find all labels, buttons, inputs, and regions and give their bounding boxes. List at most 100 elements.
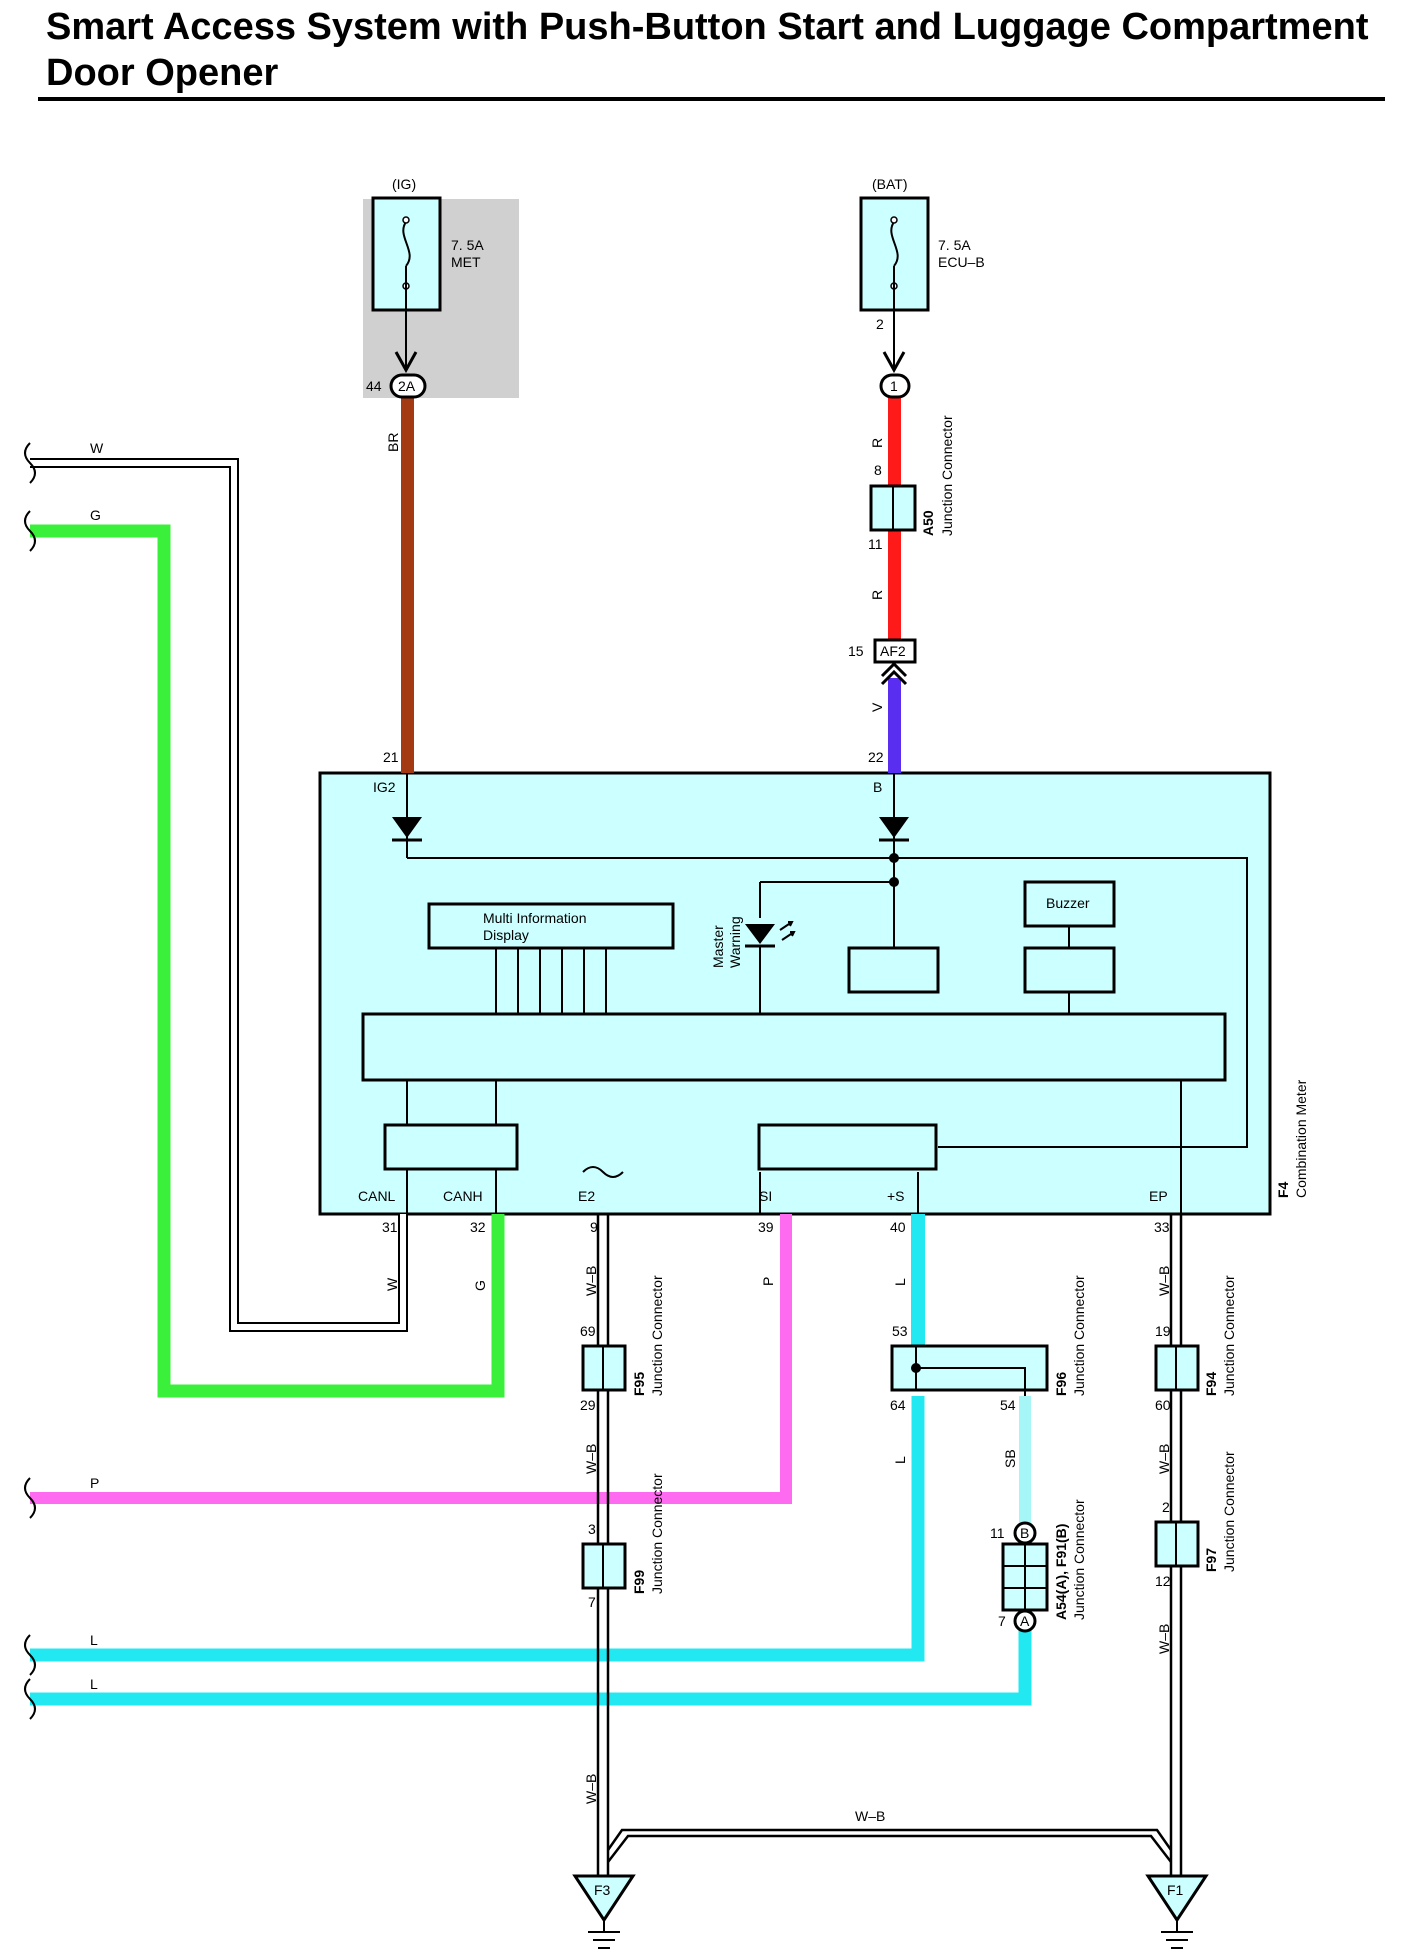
diode-b [879, 817, 909, 842]
junction-dot-2 [889, 877, 899, 887]
junction-f99-in: 3 [588, 1521, 596, 1537]
junction-f95-code: F95 [631, 1372, 647, 1396]
fuse-met-rating: 7. 5A [451, 237, 484, 253]
junction-f97-in: 2 [1162, 1499, 1170, 1515]
wire-g [30, 524, 505, 1398]
connector-af2-code: AF2 [880, 643, 906, 659]
pin-canl-label: CANL [358, 1188, 396, 1204]
pin-ig2-label: IG2 [373, 779, 396, 795]
connector-bat-1-pin: 1 [890, 378, 898, 394]
junction-f97-out: 12 [1155, 1573, 1171, 1589]
pin-canh-num: 32 [470, 1219, 486, 1235]
wire-wb-bridge [606, 1828, 1173, 1863]
ground-f1-label: F1 [1167, 1882, 1184, 1898]
label-br: BR [385, 433, 401, 452]
junction-dot-1 [889, 853, 899, 863]
junction-f95-in: 69 [580, 1323, 596, 1339]
junction-a54-b: B [1020, 1525, 1029, 1541]
driver-block-1 [847, 946, 940, 994]
connector-af2 [873, 638, 917, 664]
junction-f96-code: F96 [1053, 1372, 1069, 1396]
label-sb: SB [1002, 1449, 1018, 1468]
label-wb-ep-1: W–B [1156, 1266, 1172, 1296]
meter-name: Combination Meter [1293, 1079, 1309, 1198]
pin-si-label: SI [759, 1188, 772, 1204]
junction-f94-out: 60 [1155, 1397, 1171, 1413]
can-interface-block [383, 1123, 519, 1171]
ground-f3-label: F3 [594, 1882, 611, 1898]
buzzer-label: Buzzer [1046, 895, 1090, 911]
mid-label-1: Multi Information [483, 910, 586, 926]
page-title: Smart Access System with Push-Button Sta… [46, 6, 1369, 94]
junction-a54-label: Junction Connector [1071, 1499, 1087, 1620]
junction-f94-in: 19 [1155, 1323, 1171, 1339]
connector-2a-code: 2A [398, 378, 416, 394]
pin-ep-label: EP [1149, 1188, 1168, 1204]
master-warning-label-1: Master [710, 925, 726, 968]
junction-a54-grid [1003, 1544, 1047, 1610]
master-warning-label-2: Warning [727, 916, 743, 968]
label-wb-2: W–B [583, 1444, 599, 1474]
mid-label-2: Display [483, 927, 529, 943]
junction-a54-b-marker [1013, 1521, 1037, 1545]
label-g-bot: G [472, 1280, 488, 1291]
pin-b-label: B [873, 779, 882, 795]
junction-f99-out: 7 [588, 1594, 596, 1610]
junction-a54-a-marker [1013, 1609, 1037, 1633]
junction-a54-top: 11 [990, 1525, 1005, 1541]
junction-f99-label: Junction Connector [649, 1473, 665, 1594]
wire-l-1 [30, 1396, 925, 1662]
diode-ig2 [392, 817, 422, 842]
junction-f96-in: 53 [892, 1323, 908, 1339]
pin-s-label: +S [887, 1188, 905, 1204]
si-interface-block [757, 1123, 938, 1171]
pin-canh-label: CANH [443, 1188, 483, 1204]
label-v: V [869, 702, 885, 712]
junction-a54-a: A [1020, 1613, 1030, 1629]
junction-f96-label: Junction Connector [1071, 1275, 1087, 1396]
wire-l-top [911, 1214, 925, 1347]
cpu-block [361, 1012, 1227, 1082]
junction-f96-out1: 64 [890, 1397, 906, 1413]
pin-e2-num: 9 [590, 1219, 598, 1235]
label-wb-bottom: W–B [855, 1808, 885, 1824]
label-l-left-1: L [90, 1632, 98, 1648]
meter-code: F4 [1275, 1181, 1291, 1198]
junction-f96-dot [911, 1363, 921, 1373]
junction-f99-code: F99 [631, 1570, 647, 1594]
label-r2: R [869, 590, 885, 600]
label-l-bot-1: L [892, 1278, 908, 1286]
driver-block-2 [1023, 946, 1116, 994]
pin-si-num: 39 [758, 1219, 774, 1235]
label-wb-ep-2: W–B [1156, 1444, 1172, 1474]
label-w-left: W [90, 440, 104, 456]
fuse-met [371, 196, 442, 374]
wire-p [30, 1214, 792, 1504]
fuse-ecu-b-rating: 7. 5A [938, 237, 971, 253]
fuse-ecu-b [859, 196, 930, 374]
pin-b-num: 22 [868, 749, 884, 765]
title-rule [38, 97, 1385, 101]
pin-e2-label: E2 [578, 1188, 595, 1204]
junction-f97-label: Junction Connector [1221, 1451, 1237, 1572]
junction-a54-bot: 7 [998, 1613, 1006, 1629]
junction-f96-inner [916, 1367, 1026, 1396]
junction-a50-in: 8 [874, 462, 882, 478]
connector-af2-pin: 15 [848, 643, 864, 659]
wire-l-2 [30, 1629, 1032, 1706]
bat-fuse-pin: 2 [876, 316, 884, 332]
ground-f1-icon [1145, 1874, 1209, 1949]
junction-f94-label: Junction Connector [1221, 1275, 1237, 1396]
label-g-left: G [90, 507, 101, 523]
label-wb-3: W–B [583, 1774, 599, 1804]
fuse-ecu-b-name: ECU–B [938, 254, 985, 270]
junction-a50-code: A50 [920, 510, 936, 536]
label-r1: R [869, 438, 885, 448]
wire-w [30, 460, 406, 1330]
fuse-met-source: (IG) [392, 176, 416, 192]
label-wb-1: W–B [583, 1266, 599, 1296]
label-p-left: P [90, 1475, 99, 1491]
junction-f95-label: Junction Connector [649, 1275, 665, 1396]
